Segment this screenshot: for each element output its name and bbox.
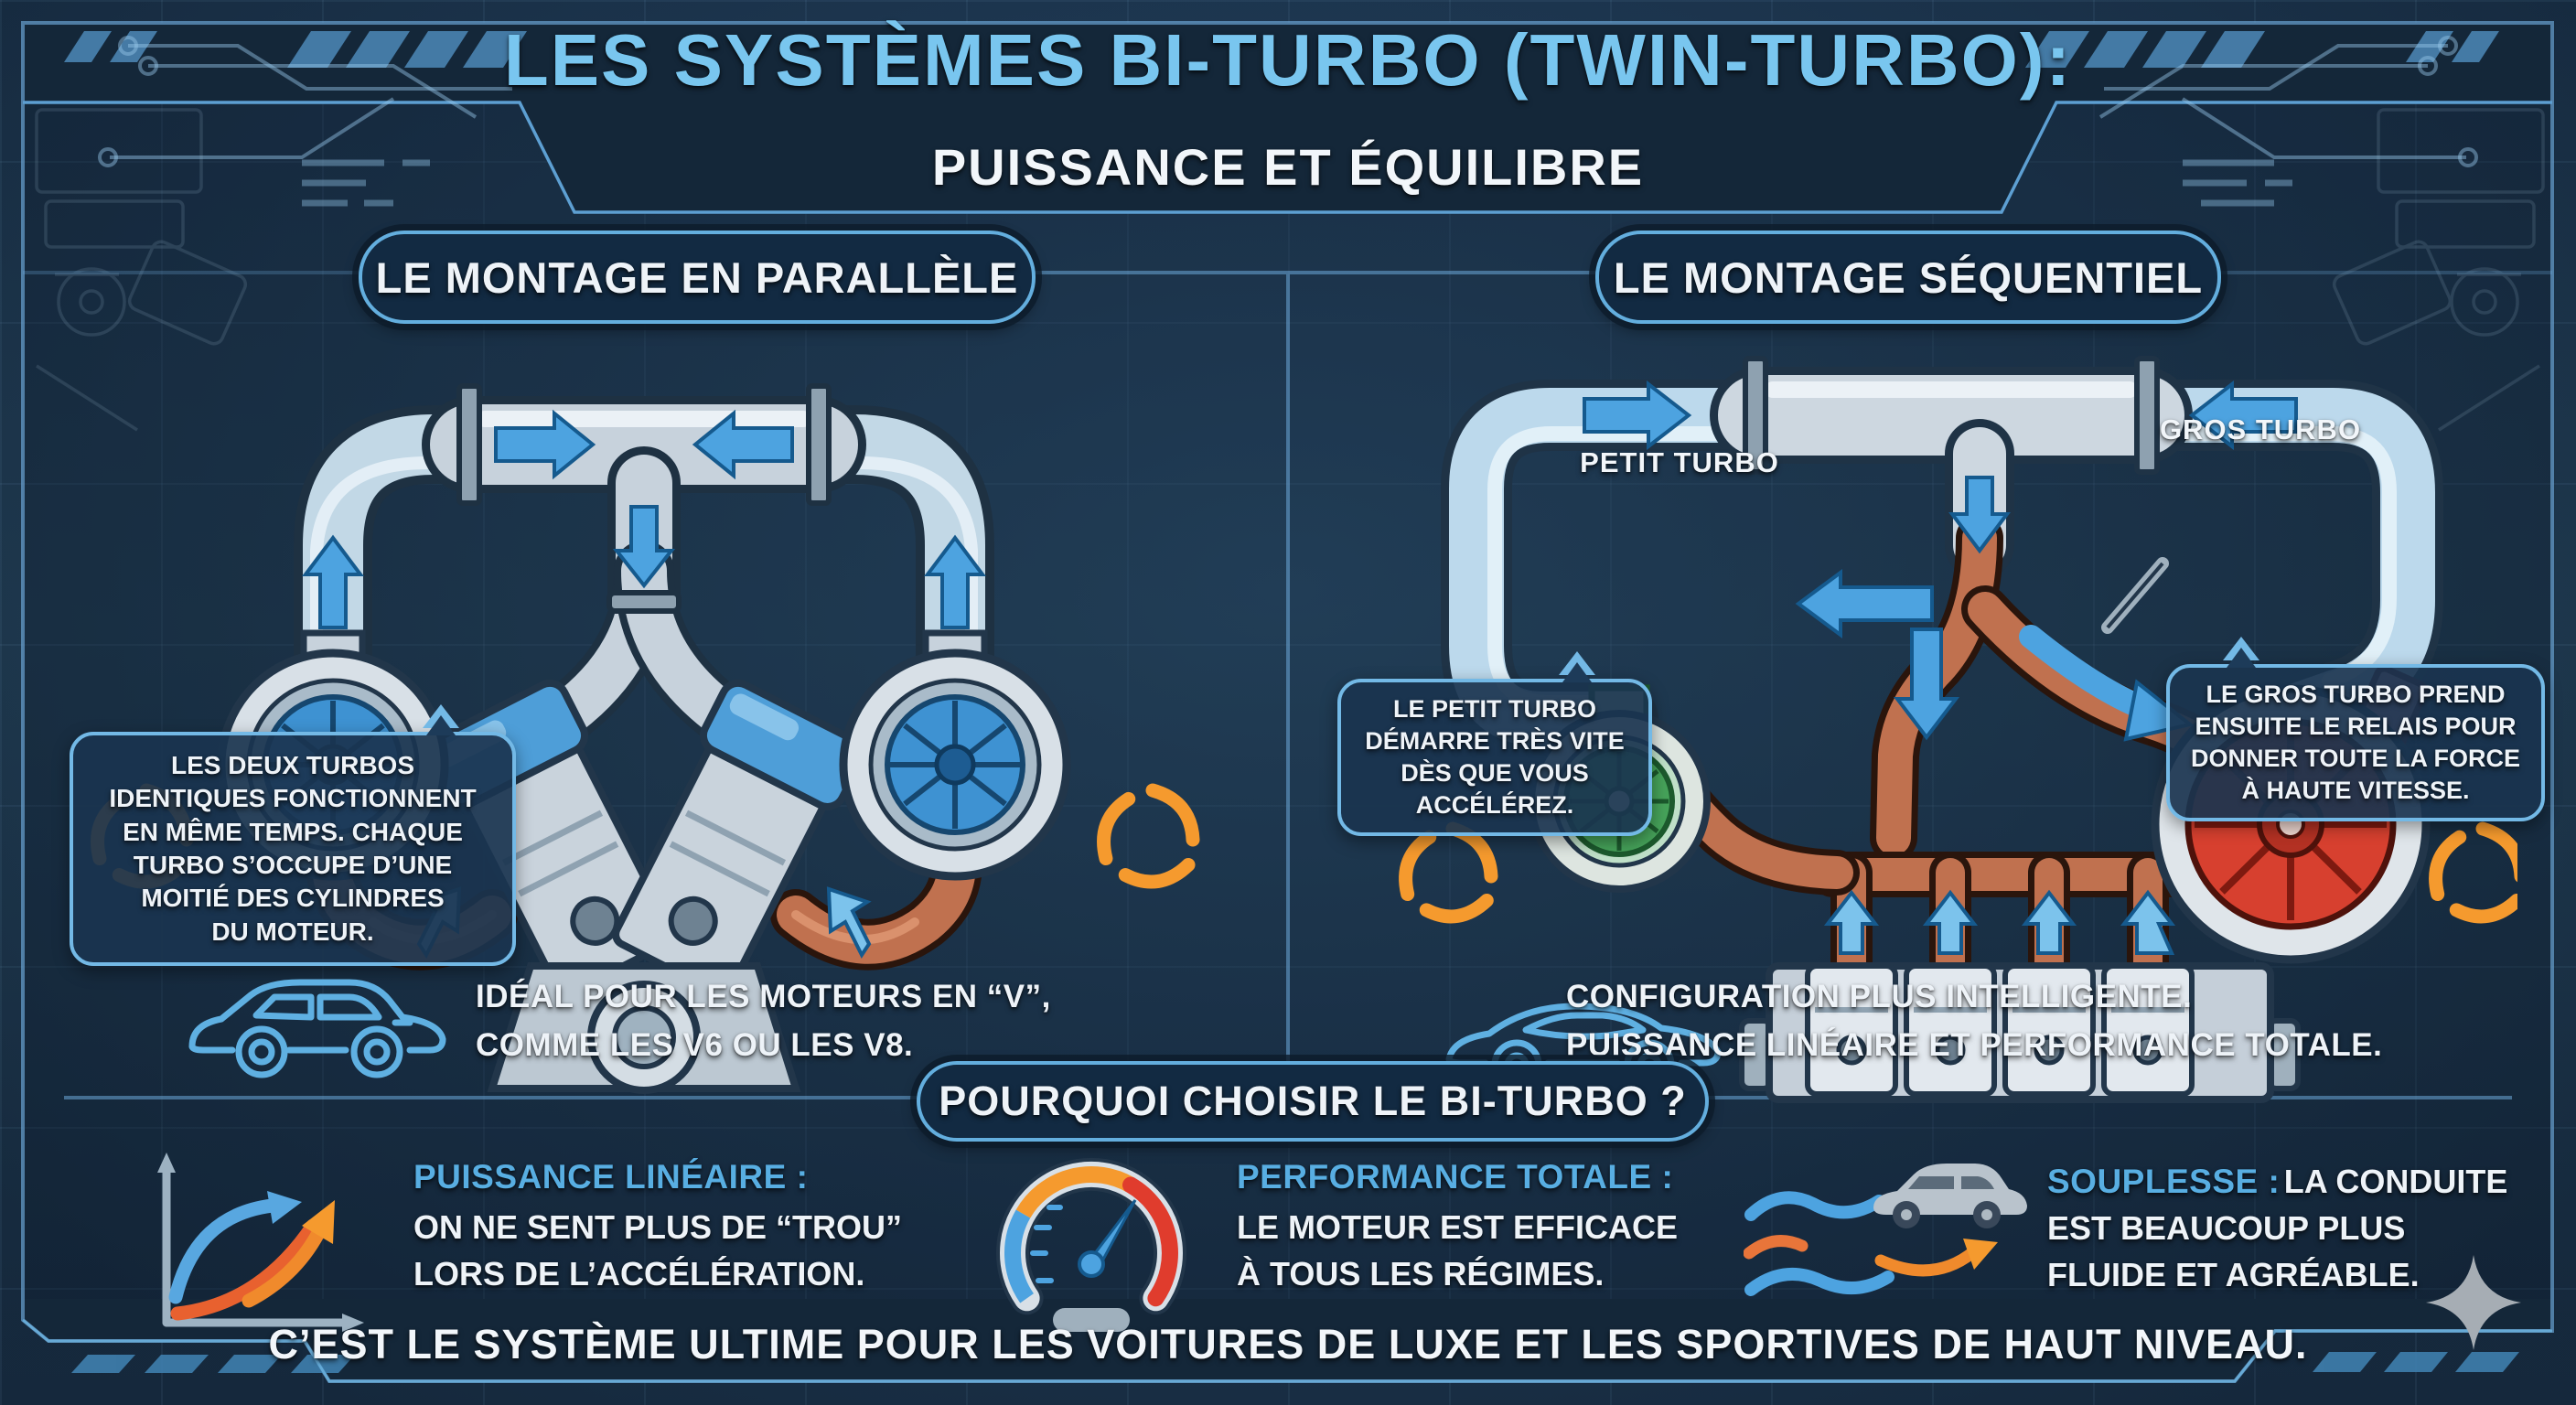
why-header-pill: POURQUOI CHOISIR LE BI-TURBO ? xyxy=(917,1061,1709,1142)
vertical-section-divider xyxy=(1286,274,1290,1098)
sedan-car-icon xyxy=(188,979,446,1078)
airflow-car-icon xyxy=(1744,1164,2027,1296)
gros-turbo-bubble: LE GROS TURBO PREND ENSUITE LE RELAIS PO… xyxy=(2166,637,2545,821)
feature-performance-label: PERFORMANCE TOTALE : xyxy=(1237,1158,1674,1196)
circuit-dashes xyxy=(302,159,2292,207)
sequential-caption: CONFIGURATION PLUS INTELLIGENTE. PUISSAN… xyxy=(1566,979,2383,1063)
speedometer-icon xyxy=(996,1157,1186,1332)
sparkle-icon xyxy=(2426,1255,2521,1350)
footer-tagline: C’EST LE SYSTÈME ULTIME POUR LES VOITURE… xyxy=(268,1321,2308,1367)
connector-line xyxy=(1288,271,1595,274)
swirl-left-icon xyxy=(1399,821,1498,924)
parallel-bubble: LES DEUX TURBOS IDENTIQUES FONCTIONNENT … xyxy=(70,704,516,966)
petit-turbo-bubble: LE PETIT TURBO DÉMARRE TRÈS VITE DÈS QUE… xyxy=(1337,651,1652,836)
growth-chart-icon xyxy=(157,1153,364,1332)
ghost-engine-sketch-left xyxy=(35,108,248,432)
page-title: LES SYSTÈMES BI-TURBO (TWIN-TURBO): xyxy=(503,19,2073,101)
feature-puissance: PUISSANCE LINÉAIRE : ON NE SENT PLUS DE “… xyxy=(413,1158,926,1297)
connector-line xyxy=(23,271,359,274)
parallel-caption: IDÉAL POUR LES MOTEURS EN “V”, COMME LES… xyxy=(476,979,1051,1063)
hazard-stripes-bottom xyxy=(71,1352,2519,1373)
hazard-stripes-top xyxy=(64,31,2499,68)
petit-turbo-label: PETIT TURBO xyxy=(1580,446,1779,478)
feature-souplesse-label: SOUPLESSE : xyxy=(2047,1163,2281,1200)
inline-engine xyxy=(1739,962,2301,1103)
feature-souplesse: SOUPLESSE : LA CONDUITE EST BEAUCOUP PLU… xyxy=(2047,1158,2541,1298)
section-header-parallel: LE MONTAGE EN PARALLÈLE xyxy=(359,231,1036,324)
gros-turbo-label: GROS TURBO xyxy=(2159,413,2362,445)
page-subtitle: PUISSANCE ET ÉQUILIBRE xyxy=(931,137,1645,196)
connector-line xyxy=(2214,271,2552,274)
feature-souplesse-text: LA CONDUITE EST BEAUCOUP PLUS FLUIDE ET … xyxy=(2047,1163,2508,1294)
car-silhouette xyxy=(1873,1164,2027,1228)
section-header-sequential: LE MONTAGE SÉQUENTIEL xyxy=(1595,231,2221,324)
circuit-traces xyxy=(98,36,2478,167)
swirl-right-icon xyxy=(1097,783,1200,889)
swirl-right-icon xyxy=(2429,821,2517,924)
feature-performance-text: LE MOTEUR EST EFFICACE À TOUS LES RÉGIME… xyxy=(1237,1208,1679,1293)
ghost-engine-sketch-right xyxy=(2332,108,2545,432)
feature-performance: PERFORMANCE TOTALE : LE MOTEUR EST EFFICA… xyxy=(1237,1158,1749,1297)
feature-puissance-label: PUISSANCE LINÉAIRE : xyxy=(413,1158,809,1196)
connector-line xyxy=(1028,271,1288,274)
turbo-right-icon xyxy=(839,629,1071,881)
feature-puissance-text: ON NE SENT PLUS DE “TROU” LORS DE L’ACCÉ… xyxy=(413,1208,903,1293)
